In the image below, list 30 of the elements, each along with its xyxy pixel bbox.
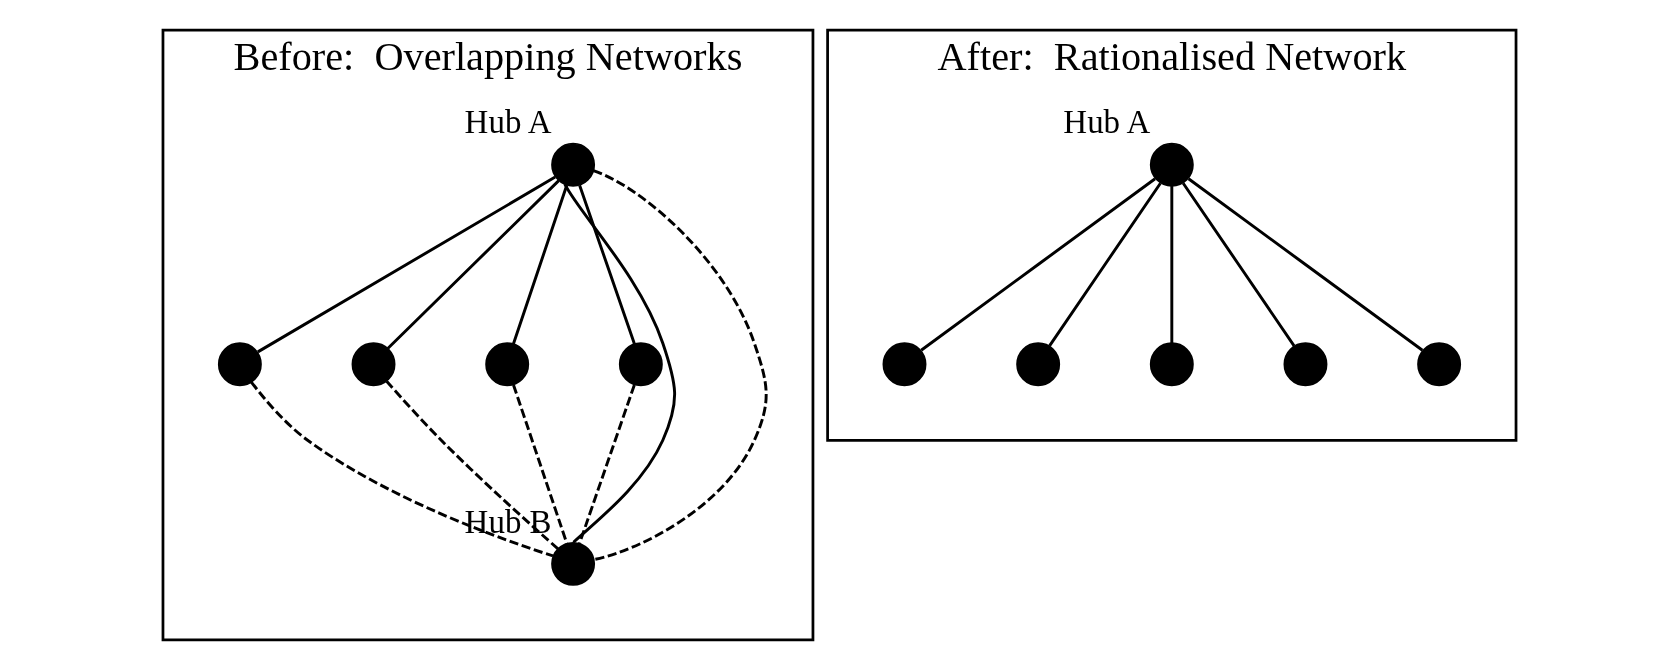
connector (257, 175, 556, 354)
node-circle (1417, 342, 1462, 387)
connector (385, 380, 560, 551)
connector (578, 384, 636, 545)
connector (250, 381, 554, 558)
connector (1170, 186, 1174, 344)
node-circle (618, 342, 663, 387)
node-circle (217, 342, 262, 387)
connector (920, 177, 1156, 352)
node-label: Hub B (464, 503, 552, 540)
connector (592, 169, 768, 561)
connector (386, 179, 560, 350)
node-circle (1016, 342, 1061, 387)
connector (512, 184, 569, 345)
connector (563, 183, 676, 544)
connector (512, 384, 569, 545)
connector (1187, 177, 1424, 352)
node-circle (551, 142, 596, 187)
node-circle (351, 342, 396, 387)
node-label: Hub A (464, 104, 552, 141)
connector (1048, 182, 1162, 347)
node-circle (882, 342, 927, 387)
node-circle (1149, 342, 1194, 387)
node-circle (1149, 142, 1194, 187)
node-label: Hub A (1063, 104, 1151, 141)
connector (1182, 182, 1296, 347)
node-circle (485, 342, 530, 387)
node-circle (551, 541, 596, 586)
connector (578, 184, 636, 345)
node-circle (1283, 342, 1328, 387)
